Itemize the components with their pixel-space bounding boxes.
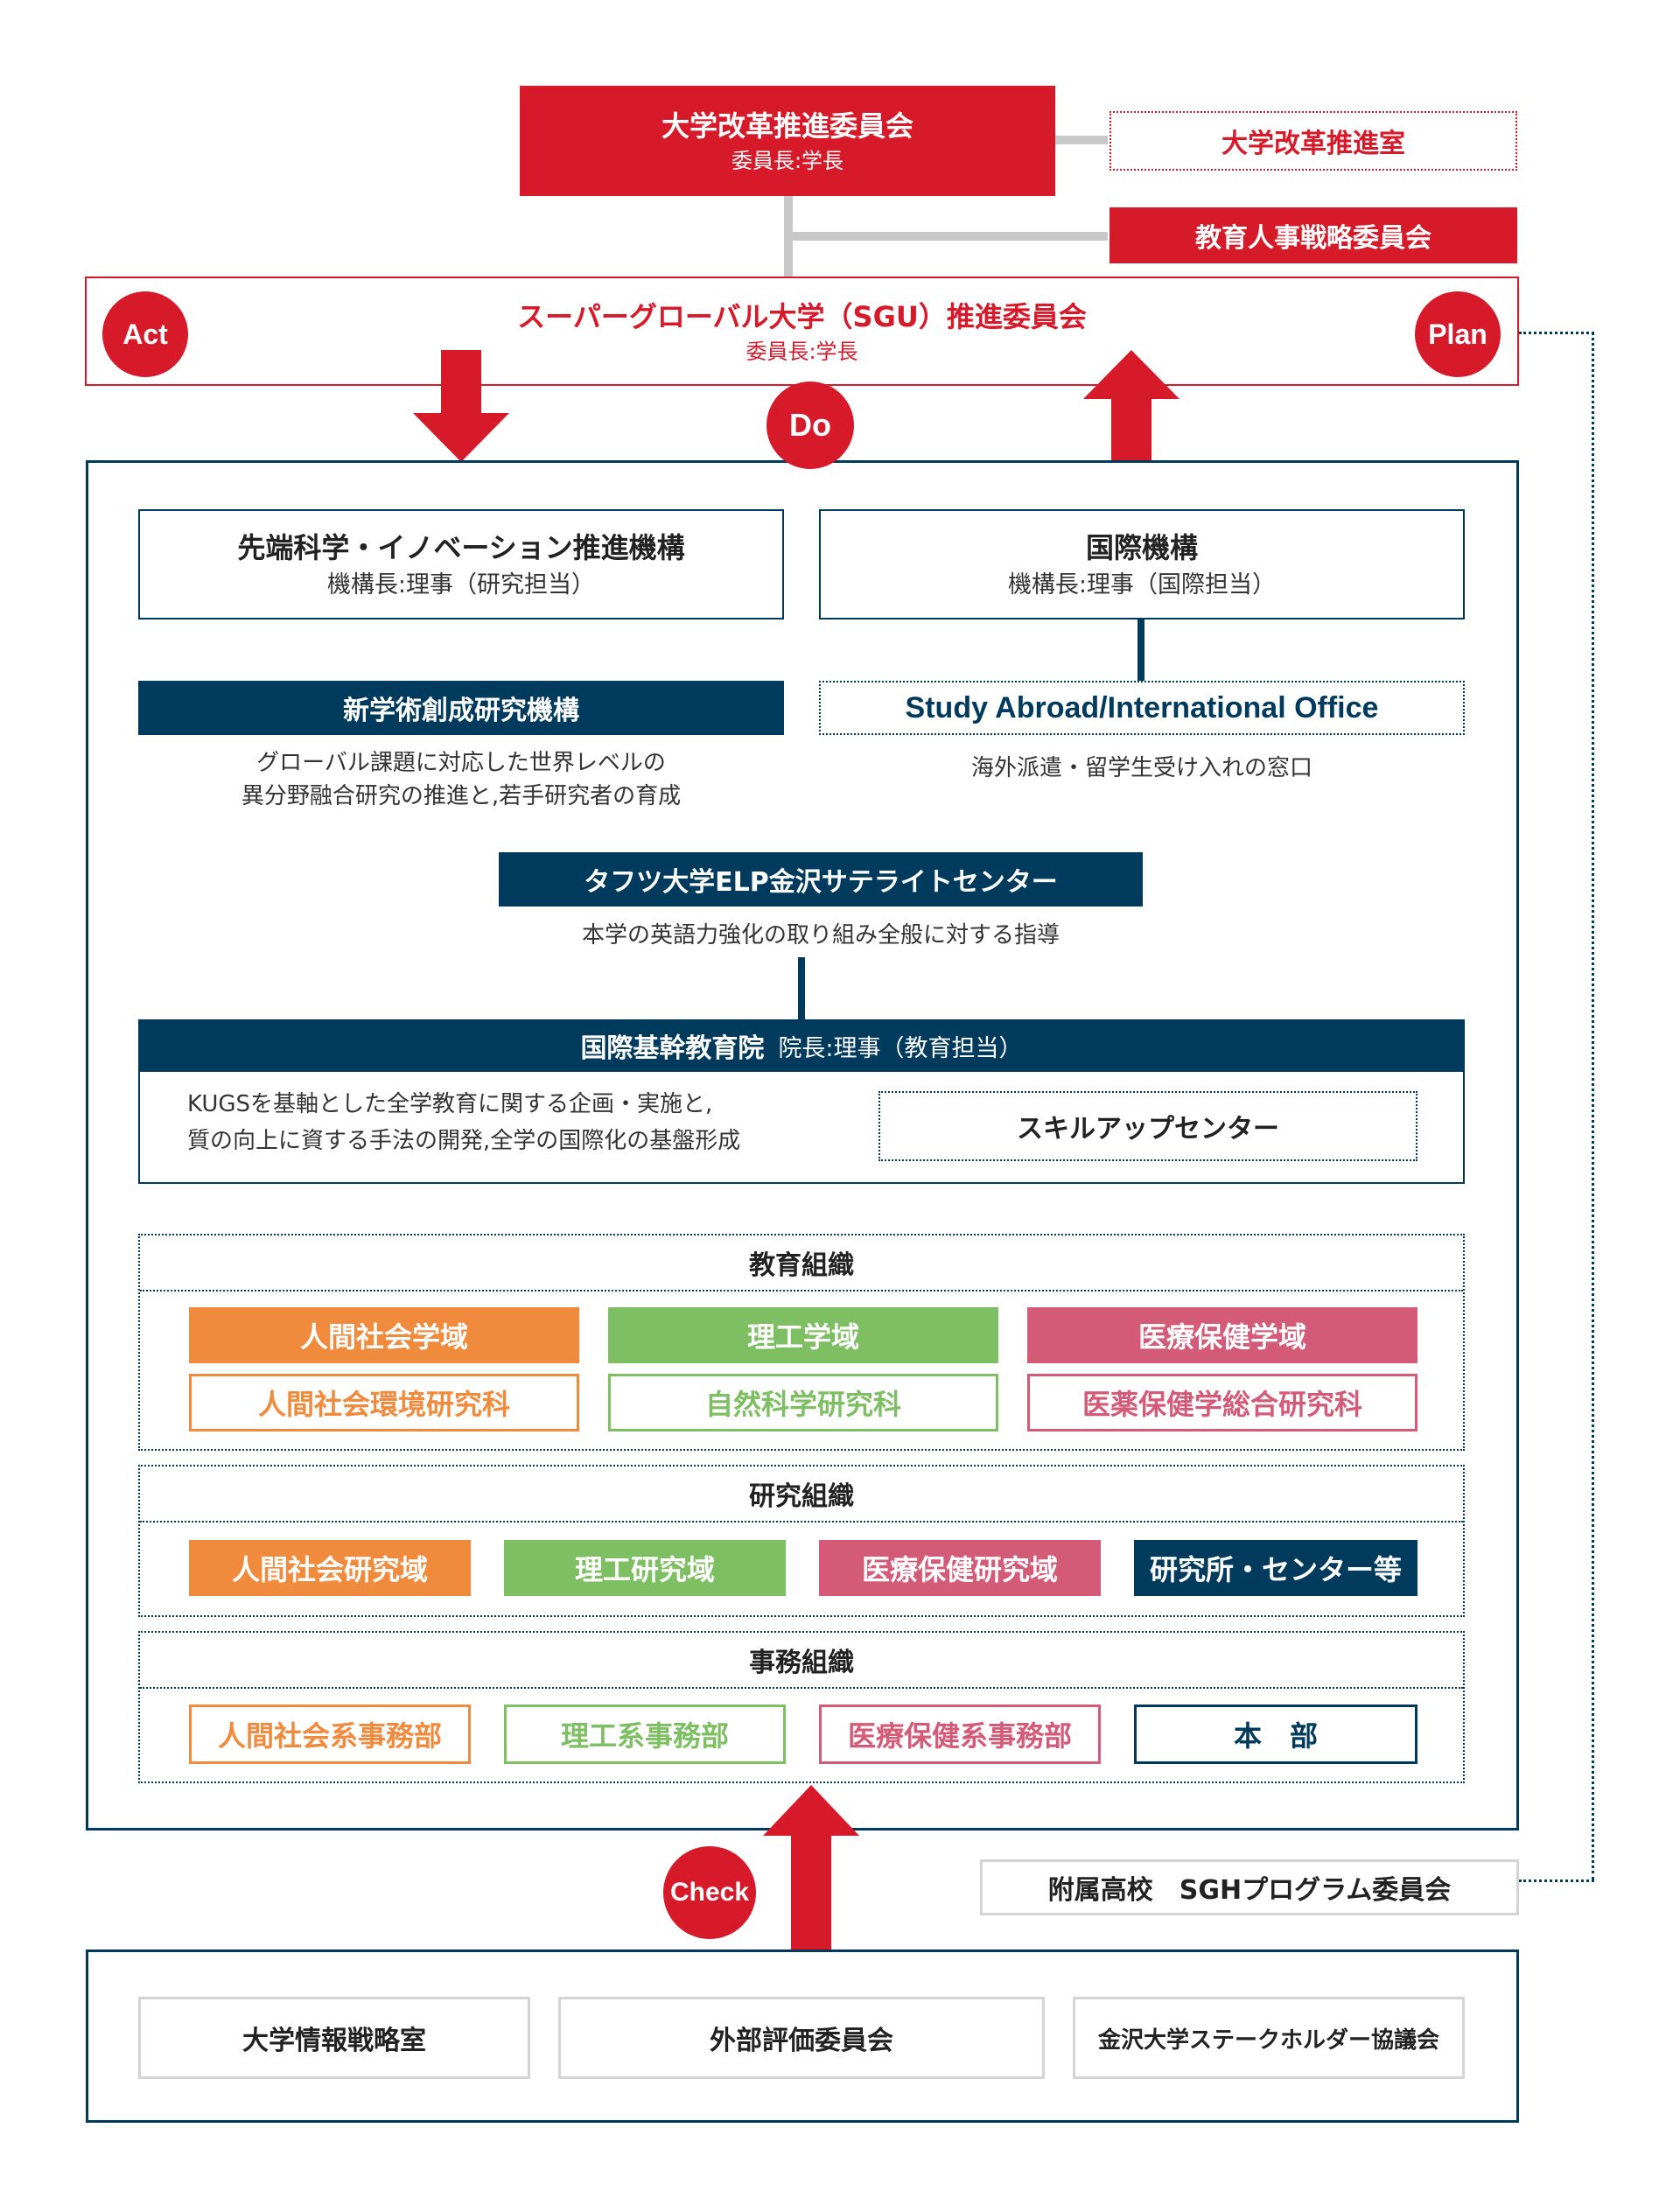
do-circle: Do (766, 382, 854, 469)
skillup-label: スキルアップセンター (1017, 1114, 1279, 1144)
study-abroad-office: Study Abroad/International Office (819, 681, 1465, 735)
feedback-dotted-line-top (1519, 332, 1594, 334)
science-engineering-school: 理工学域 (608, 1307, 998, 1363)
innovation-organization: 先端科学・イノベーション推進機構 機構長:理事（研究担当） (138, 509, 784, 620)
connector-international (1138, 620, 1144, 681)
study-abroad-title: Study Abroad/International Office (905, 690, 1379, 724)
research-org-header: 研究組織 (140, 1466, 1463, 1522)
humanities-grad-school: 人間社会環境研究科 (189, 1374, 579, 1432)
feedback-dotted-line-vertical (1592, 332, 1594, 1880)
act-circle: Act (102, 291, 188, 377)
humanities-admin: 人間社会系事務部 (189, 1704, 471, 1764)
international-title: 国際機構 (1085, 531, 1198, 565)
connector-office (1055, 136, 1108, 144)
institute-liberal-arts-header: 国際基幹教育院 院長:理事（教育担当） (138, 1019, 1465, 1072)
feedback-dotted-line-bottom (1519, 1880, 1594, 1882)
headquarters: 本 部 (1134, 1704, 1418, 1764)
research-organization: 研究組織 人間社会研究域 理工研究域 医療保健研究域 研究所・センター等 (138, 1465, 1465, 1617)
stakeholder-council: 金沢大学ステークホルダー協議会 (1073, 1997, 1465, 2079)
medical-research: 医療保健研究域 (819, 1540, 1101, 1596)
up-arrow-plan (1083, 350, 1180, 462)
hr-strategy-committee: 教育人事戦略委員会 (1110, 207, 1517, 263)
medical-health-school: 医療保健学域 (1027, 1307, 1418, 1363)
tufts-desc-box: 本学の英語力強化の取り組み全般に対する指導 (455, 914, 1186, 952)
skillup-center: スキルアップセンター (878, 1091, 1418, 1161)
medical-admin: 医療保健系事務部 (819, 1704, 1101, 1764)
reform-office: 大学改革推進室 (1110, 111, 1517, 171)
sgh-label: 附属高校 SGHプログラム委員会 (1047, 1875, 1452, 1906)
liberal-arts-desc-line1: KUGSを基軸とした全学教育に関する企画・実施と, (187, 1091, 713, 1117)
innovation-title: 先端科学・イノベーション推進機構 (237, 531, 685, 565)
new-research-title: 新学術創成研究機構 (343, 696, 579, 726)
external-eval-label: 外部評価委員会 (710, 2026, 893, 2056)
tufts-title: タフツ大学ELP金沢サテライトセンター (584, 867, 1058, 898)
stakeholder-label: 金沢大学ステークホルダー協議会 (1097, 2026, 1439, 2054)
study-abroad-desc: 海外派遣・留学生受け入れの窓口 (970, 754, 1312, 781)
innovation-sub: 機構長:理事（研究担当） (326, 571, 596, 599)
external-evaluation-committee: 外部評価委員会 (558, 1997, 1045, 2079)
education-org-header: 教育組織 (140, 1236, 1463, 1292)
sgh-program-committee: 附属高校 SGHプログラム委員会 (980, 1859, 1519, 1915)
reform-committee-title: 大学改革推進委員会 (661, 109, 914, 144)
plan-label: Plan (1428, 318, 1488, 350)
admin-organization: 事務組織 人間社会系事務部 理工系事務部 医療保健系事務部 本 部 (138, 1631, 1465, 1783)
sgu-title: スーパーグローバル大学（SGU）推進委員会 (517, 299, 1087, 333)
new-research-desc: グローバル課題に対応した世界レベルの 異分野融合研究の推進と,若手研究者の育成 (138, 746, 784, 816)
reform-committee-chair: 委員長:学長 (731, 149, 844, 174)
sgu-committee: スーパーグローバル大学（SGU）推進委員会 委員長:学長 (85, 276, 1519, 386)
education-organization: 教育組織 人間社会学域 理工学域 医療保健学域 人間社会環境研究科 自然科学研究… (138, 1234, 1465, 1451)
medical-grad-school: 医薬保健学総合研究科 (1027, 1374, 1418, 1432)
liberal-arts-sub: 院長:理事（教育担当） (778, 1034, 1023, 1062)
institutes-centers: 研究所・センター等 (1134, 1540, 1418, 1596)
tufts-desc: 本学の英語力強化の取り組み全般に対する指導 (581, 921, 1060, 948)
connector-hr (788, 232, 1108, 241)
check-circle: Check (663, 1846, 756, 1939)
humanities-school: 人間社会学域 (189, 1307, 579, 1363)
new-research-institute: 新学術創成研究機構 (138, 681, 784, 735)
tufts-elp-center: タフツ大学ELP金沢サテライトセンター (499, 852, 1143, 906)
reform-office-label: 大学改革推進室 (1222, 129, 1405, 159)
international-organization: 国際機構 機構長:理事（国際担当） (819, 509, 1465, 620)
univ-info-label: 大学情報戦略室 (242, 2026, 426, 2056)
admin-org-header: 事務組織 (140, 1633, 1463, 1689)
connector-tufts (798, 957, 805, 1020)
do-label: Do (789, 407, 831, 443)
natural-science-grad-school: 自然科学研究科 (608, 1374, 998, 1432)
up-arrow-check (763, 1785, 859, 1951)
humanities-research: 人間社会研究域 (189, 1540, 471, 1596)
new-research-desc-line1: グローバル課題に対応した世界レベルの (256, 750, 666, 777)
liberal-arts-desc-line2: 質の向上に資する手法の開発,全学の国際化の基盤形成 (187, 1127, 741, 1154)
plan-circle: Plan (1415, 291, 1501, 377)
act-label: Act (122, 318, 168, 350)
sgu-chair: 委員長:学長 (746, 339, 858, 364)
check-label: Check (669, 1878, 750, 1907)
new-research-desc-line2: 異分野融合研究の推進と,若手研究者の育成 (241, 783, 682, 809)
science-research: 理工研究域 (504, 1540, 786, 1596)
study-abroad-desc-box: 海外派遣・留学生受け入れの窓口 (819, 746, 1465, 786)
univ-info-strategy-office: 大学情報戦略室 (138, 1997, 530, 2079)
liberal-arts-title: 国際基幹教育院 (580, 1033, 765, 1064)
hr-strategy-label: 教育人事戦略委員会 (1195, 223, 1432, 254)
university-reform-committee: 大学改革推進委員会 委員長:学長 (520, 86, 1055, 196)
science-admin: 理工系事務部 (504, 1704, 786, 1764)
down-arrow-act (413, 350, 509, 462)
liberal-arts-desc: KUGSを基軸とした全学教育に関する企画・実施と, 質の向上に資する手法の開発,… (187, 1087, 870, 1171)
international-sub: 機構長:理事（国際担当） (1007, 571, 1277, 599)
